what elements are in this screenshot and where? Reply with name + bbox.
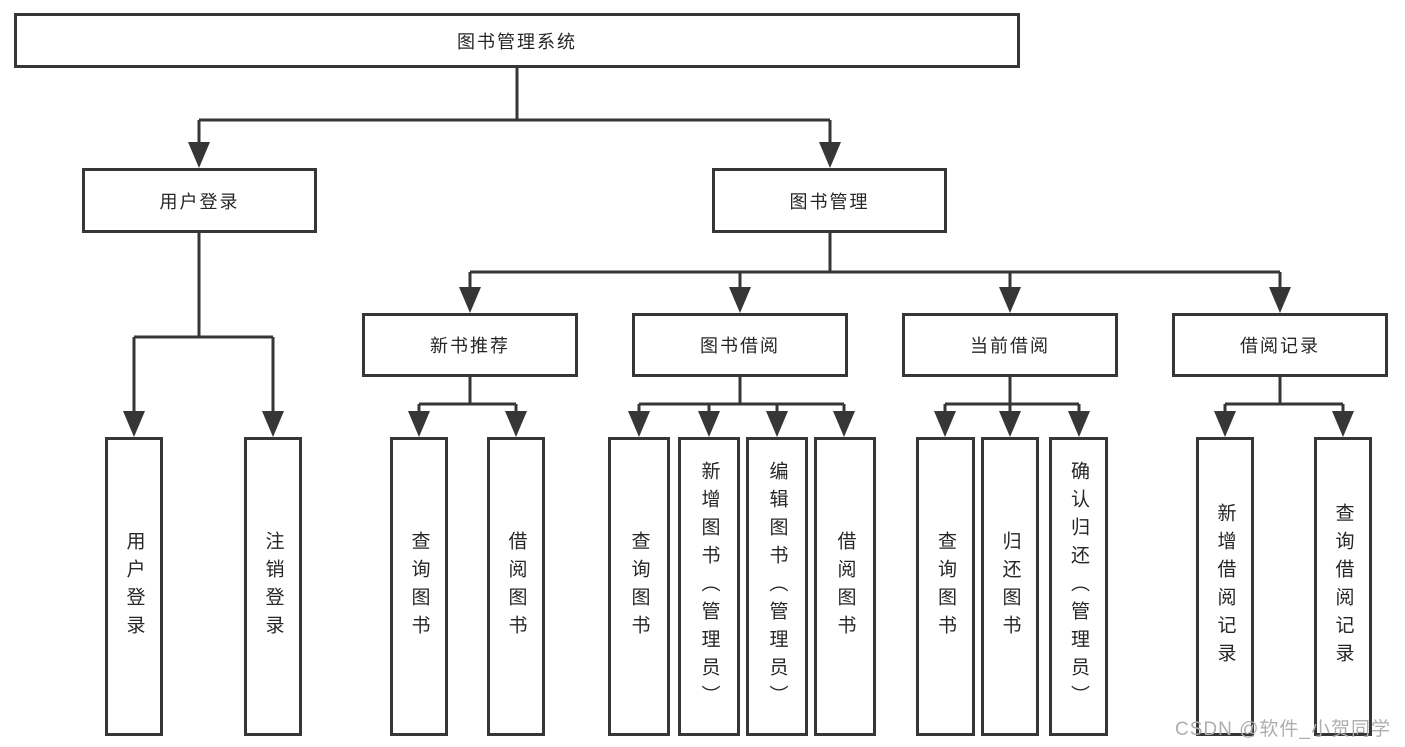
node-label: 用户登录 (159, 191, 240, 212)
node-label: 归还图书 (999, 530, 1021, 643)
node-query-books-recommend: 查询图书 (390, 437, 448, 736)
arrowhead-icon (1332, 411, 1354, 437)
node-label: 查询图书 (628, 530, 650, 643)
node-new-book-recommend: 新书推荐 (362, 313, 578, 377)
arrowhead-icon (1214, 411, 1236, 437)
arrowhead-icon (698, 411, 720, 437)
node-borrowing-records: 借阅记录 (1172, 313, 1388, 377)
watermark: CSDN @软件_小贺同学 (1175, 719, 1391, 740)
node-confirm-return-admin: 确认归还（管理员） (1049, 437, 1108, 736)
node-logout: 注销登录 (244, 437, 302, 736)
node-add-book-admin: 新增图书（管理员） (678, 437, 740, 736)
node-label: 借阅图书 (834, 530, 856, 643)
node-label: 图书管理 (789, 191, 870, 212)
arrowhead-icon (1269, 287, 1291, 313)
tree-edges (132, 68, 1345, 415)
arrowhead-icon (833, 411, 855, 437)
arrowhead-icon (999, 287, 1021, 313)
arrowhead-icon (408, 411, 430, 437)
arrowhead-icon (505, 411, 527, 437)
arrowhead-icon (1068, 411, 1090, 437)
arrowhead-icon (628, 411, 650, 437)
arrowhead-icon (459, 287, 481, 313)
node-add-borrow-record: 新增借阅记录 (1196, 437, 1254, 736)
node-query-books-borrow: 查询图书 (608, 437, 670, 736)
node-book-borrowing: 图书借阅 (632, 313, 848, 377)
arrowhead-icon (262, 411, 284, 437)
node-label: 当前借阅 (970, 336, 1050, 356)
arrowhead-icon (934, 411, 956, 437)
arrowhead-icon (123, 411, 145, 437)
node-label: 用户登录 (123, 530, 145, 643)
arrowheads (123, 142, 1354, 437)
node-borrow-books-recommend: 借阅图书 (487, 437, 545, 736)
node-label: 查询图书 (935, 530, 956, 643)
node-label: 注销登录 (262, 530, 284, 643)
node-user-login: 用户登录 (105, 437, 163, 736)
arrowhead-icon (819, 142, 841, 168)
arrowhead-icon (999, 411, 1021, 437)
node-label: 新增借阅记录 (1214, 502, 1236, 671)
node-query-books-current: 查询图书 (916, 437, 975, 736)
arrowhead-icon (766, 411, 788, 437)
node-borrow-books: 借阅图书 (814, 437, 876, 736)
node-current-borrowing: 当前借阅 (902, 313, 1118, 377)
node-edit-book-admin: 编辑图书（管理员） (746, 437, 808, 736)
node-label: 借阅图书 (505, 530, 527, 643)
arrowhead-icon (188, 142, 210, 168)
node-query-borrow-record: 查询借阅记录 (1314, 437, 1372, 736)
node-root-label: 图书管理系统 (457, 31, 577, 52)
node-label: 编辑图书（管理员） (766, 460, 788, 713)
node-root: 图书管理系统 (14, 13, 1020, 68)
node-return-books: 归还图书 (981, 437, 1039, 736)
node-label: 图书借阅 (700, 336, 780, 356)
node-label: 确认归还（管理员） (1068, 460, 1089, 713)
node-user-login-group: 用户登录 (82, 168, 317, 233)
node-book-management: 图书管理 (712, 168, 947, 233)
arrowhead-icon (729, 287, 751, 313)
node-label: 查询借阅记录 (1332, 502, 1354, 671)
node-label: 新书推荐 (430, 336, 510, 356)
node-label: 查询图书 (408, 530, 430, 643)
node-label: 新增图书（管理员） (698, 460, 720, 713)
node-label: 借阅记录 (1240, 336, 1320, 356)
